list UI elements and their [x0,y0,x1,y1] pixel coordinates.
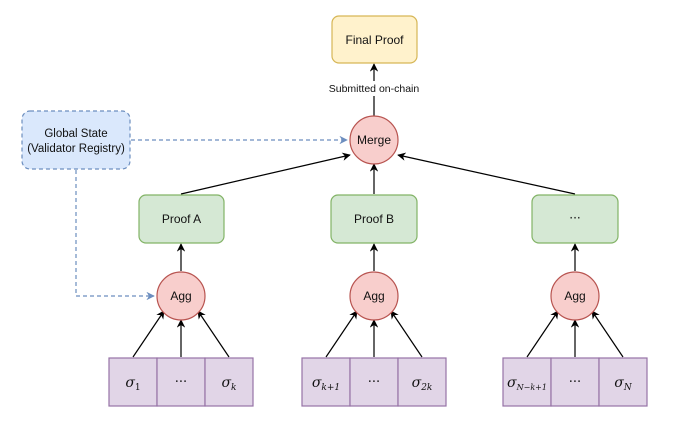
global-state-node: Global State (Validator Registry) [21,110,131,170]
agg-c-label: Agg [564,289,585,303]
merge-node: Merge [349,115,399,165]
sig-b-middle: ··· [368,375,380,390]
proof-b-label: Proof B [354,212,394,226]
sig-b-first: σk+1 [312,375,340,393]
sig-cell [349,357,399,407]
sig-a-middle: ··· [175,375,187,390]
sig-cell [156,357,206,407]
agg-b-node: Agg [349,271,399,321]
edge-sig-c1-to-agg-c [526,310,559,358]
proof-b-node: Proof B [330,194,418,244]
submitted-on-chain-label: Submitted on-chain [329,83,420,95]
final-proof-label: Final Proof [345,33,404,47]
edge-sig-b3-to-agg-b [390,310,423,358]
final-proof-node: Final Proof [331,15,418,64]
sig-a-last: σk [221,375,236,393]
edges [75,63,624,358]
sig-a-first: σ1 [125,375,140,393]
sig-c-last: σN [614,375,633,393]
global-state-label-line1: Global State [44,128,107,140]
signature-group-c: σN−k+1 ··· σN [502,357,648,407]
sig-b-last: σ2k [412,375,433,393]
edge-sig-a1-to-agg-a [132,310,165,358]
merge-label: Merge [357,133,391,147]
edge-sig-b1-to-agg-b [325,310,358,358]
edge-proof-c-to-merge [397,152,576,195]
agg-a-label: Agg [170,289,191,303]
sig-c-first: σN−k+1 [507,375,547,392]
sig-cell [397,357,447,407]
sig-c-middle: ··· [569,375,581,390]
agg-b-label: Agg [363,289,384,303]
proof-c-node: ··· [531,194,619,244]
edge-sig-a3-to-agg-a [197,310,230,358]
sig-cell [204,357,254,407]
edge-global-to-agg-a [75,170,155,301]
proof-a-label: Proof A [162,212,201,226]
agg-a-node: Agg [156,271,206,321]
proof-c-label: ··· [569,211,580,225]
sig-cell [598,357,648,407]
signature-group-a: σ1 ··· σk [108,357,254,407]
edge-proof-a-to-merge [180,152,351,195]
sig-cell [301,357,351,407]
signature-group-b: σk+1 ··· σ2k [301,357,447,407]
proof-a-node: Proof A [138,194,225,244]
global-state-label-line2: (Validator Registry) [27,143,125,155]
sig-cell [502,357,552,407]
agg-c-node: Agg [550,271,600,321]
edge-sig-c3-to-agg-c [591,310,624,358]
